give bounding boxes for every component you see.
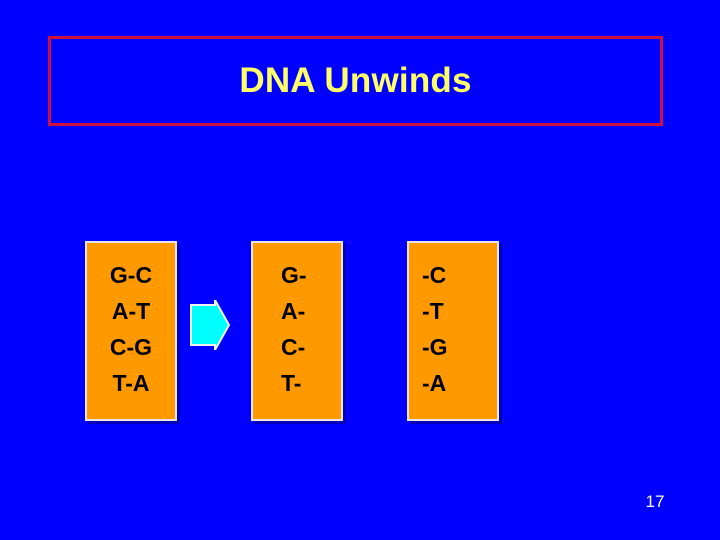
strand-line: C- (281, 334, 306, 360)
strand-line: T-A (112, 370, 150, 396)
strand-line: G- (281, 262, 307, 288)
strand-line: -C (422, 262, 447, 288)
title-box: DNA Unwinds (48, 36, 663, 126)
strand-line: T- (281, 370, 302, 396)
strand-line: -G (422, 334, 448, 360)
strand-line: -T (422, 298, 444, 324)
strand-box-double-stranded: G-C A-T C-G T-A (85, 241, 177, 421)
strand-line: A- (281, 298, 306, 324)
strand-line: -A (422, 370, 447, 396)
right-arrow-icon (189, 300, 231, 350)
strand-box-left-strand: G- A- C- T- (251, 241, 343, 421)
strand-line: A-T (111, 298, 151, 324)
strand-line: C-G (109, 334, 153, 360)
strand-box-right-strand: -C -T -G -A (407, 241, 499, 421)
strand-line: G-C (109, 262, 153, 288)
page-title: DNA Unwinds (239, 60, 472, 100)
page-number: 17 (645, 492, 665, 511)
